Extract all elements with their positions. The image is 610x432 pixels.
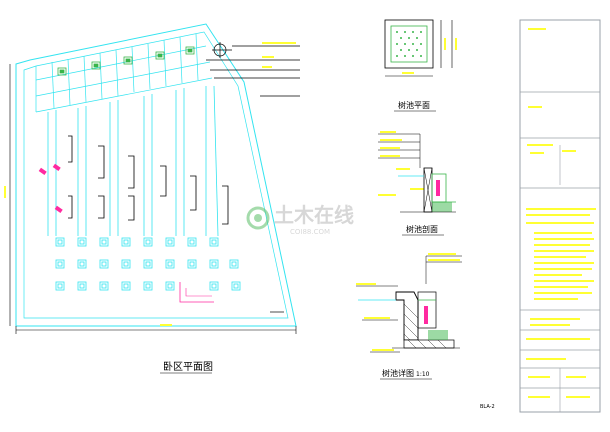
- corner-note: BLA-2: [480, 404, 495, 410]
- watermark-logo: [246, 206, 270, 230]
- tree-pool-plan: [384, 19, 457, 77]
- tree-pool-section-a: [378, 131, 456, 213]
- pool-section-b-scale: 1:10: [416, 371, 430, 378]
- pool-section-b-title: 树池详图: [382, 368, 414, 378]
- tree-pits-top: [57, 46, 195, 76]
- benches: [68, 135, 229, 225]
- pool-plan-title: 树池平面: [398, 100, 430, 110]
- dimension-line: [9, 64, 297, 334]
- plan-callouts: [206, 42, 300, 313]
- callout-text: [262, 42, 296, 68]
- watermark: 土木在线 COI88.COM: [246, 203, 354, 236]
- magenta-markers: [38, 163, 63, 214]
- pool-grate-pattern: [396, 31, 422, 57]
- watermark-main: 土木在线: [274, 203, 354, 227]
- design-note-block: [526, 208, 596, 398]
- site-plan-title: 卧区平面图: [163, 360, 213, 373]
- site-plan: [15, 23, 297, 327]
- watermark-sub: COI88.COM: [290, 228, 330, 236]
- pool-section-a-title: 树池剖面: [406, 224, 438, 234]
- tree-pool-section-b: [356, 253, 462, 353]
- tree-pit-grid: [55, 237, 241, 291]
- step-block: [179, 282, 214, 303]
- title-block: [519, 19, 601, 413]
- bench-strips: [47, 85, 219, 237]
- paving-grid: [35, 33, 213, 113]
